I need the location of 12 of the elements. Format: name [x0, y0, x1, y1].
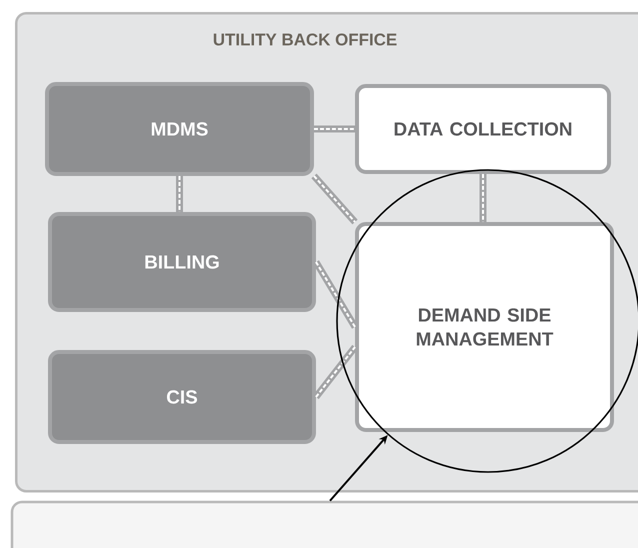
connector [176, 176, 183, 212]
connector [480, 174, 486, 222]
process-box: DATA COLLECTION [355, 84, 611, 174]
band [10, 500, 638, 548]
connector [313, 260, 358, 329]
process-box: BILLING [48, 212, 316, 312]
connector [314, 126, 355, 132]
connector [311, 174, 358, 224]
process-box: MDMS [45, 82, 314, 176]
process-box: DEMAND SIDE MANAGEMENT [355, 222, 614, 432]
connector [313, 344, 358, 400]
process-box: CIS [48, 350, 316, 444]
